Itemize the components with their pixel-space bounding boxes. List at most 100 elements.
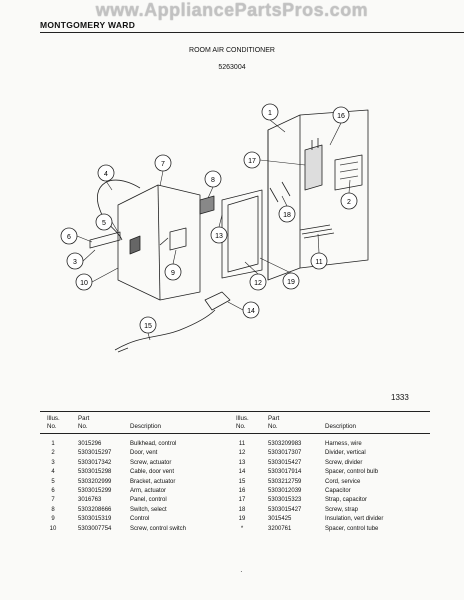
- table-cell-right-illus: 12: [238, 450, 246, 457]
- table-cell-left-desc: Bulkhead, control: [130, 441, 177, 447]
- table-cell-right-part: 5303017307: [268, 450, 302, 457]
- table-cell-right-part: 3200761: [268, 525, 292, 532]
- callout-3-label: 3: [73, 259, 77, 266]
- table-cell-left-part: 5303208666: [78, 506, 112, 513]
- callout-12-label: 12: [254, 280, 262, 287]
- table-cell-right-desc: Harness, wire: [325, 441, 362, 447]
- switch-shape: [199, 195, 215, 215]
- table-cell-right-desc: Screw, divider: [325, 459, 363, 466]
- table-cell-right-part: 5303015323: [268, 497, 302, 504]
- table-cell-right-desc: Spacer, control bulb: [325, 469, 379, 476]
- callout-3: 3: [66, 252, 84, 270]
- control-shape: [169, 227, 187, 251]
- table-cell-left-illus: 10: [49, 525, 57, 532]
- table-cell-left-illus: 7: [51, 497, 55, 504]
- callout-14: 14: [242, 301, 260, 319]
- capacitor-shape: [304, 144, 323, 191]
- vent-door-shape: [334, 154, 363, 191]
- header-illus-left: Illus. No.: [47, 415, 60, 431]
- table-cell-right-desc: Capacitor: [325, 488, 351, 494]
- harness-shape: [299, 224, 335, 239]
- table-cell-right-illus: 14: [238, 469, 246, 476]
- callout-1-label: 1: [268, 110, 272, 117]
- table-header-rule: [40, 433, 430, 434]
- table-cell-right-desc: Cord, service: [325, 478, 361, 485]
- header-part-left: Part No.: [78, 415, 89, 431]
- table-cell-right-desc: Spacer, control tube: [325, 525, 379, 532]
- table-cell-right-part: 5303017914: [268, 469, 302, 476]
- callout-10-label: 10: [80, 280, 88, 287]
- callout-8-label: 8: [211, 177, 215, 184]
- divider-shape: [221, 189, 263, 279]
- callout-9: 9: [164, 263, 182, 281]
- cable-shape: [97, 179, 141, 241]
- table-cell-right-illus: 13: [238, 459, 246, 466]
- page-code: 1333: [391, 393, 409, 402]
- callout-18: 18: [278, 205, 296, 223]
- table-cell-left-part: 3016763: [78, 497, 102, 504]
- table-cell-left-part: 5303015299: [78, 488, 112, 494]
- table-cell-right-illus: 11: [238, 441, 246, 447]
- table-cell-left-illus: 6: [51, 488, 55, 494]
- callout-4: 4: [97, 164, 115, 182]
- callout-5: 5: [95, 213, 113, 231]
- table-cell-left-illus: 3: [51, 459, 55, 466]
- spacer-shape: [204, 291, 231, 311]
- table-cell-right-illus: 15: [238, 478, 246, 485]
- header-part-right: Part No.: [268, 415, 279, 431]
- table-cell-right-part: 5303209983: [268, 441, 302, 447]
- table-cell-left-illus: 8: [51, 506, 55, 513]
- table-cell-left-desc: Switch, select: [130, 506, 167, 513]
- callout-5-label: 5: [102, 220, 106, 227]
- table-cell-right-desc: Insulation, vert divider: [325, 516, 384, 523]
- table-cell-left-desc: Panel, control: [130, 497, 167, 504]
- callout-17: 17: [243, 151, 261, 169]
- callout-11: 11: [310, 252, 328, 270]
- header-desc-right: Description: [325, 423, 356, 430]
- table-cell-left-part: 5303015297: [78, 450, 112, 457]
- header-illus-right: Illus. No.: [236, 415, 249, 431]
- table-cell-left-illus: 1: [51, 441, 55, 447]
- table-cell-left-desc: Bracket, actuator: [130, 478, 176, 485]
- table-cell-left-desc: Control: [130, 516, 150, 523]
- callout-19-label: 19: [287, 279, 295, 286]
- table-cell-left-illus: 4: [51, 469, 55, 476]
- header-rule: [40, 32, 464, 33]
- callout-4-label: 4: [104, 171, 108, 178]
- table-cell-left-part: 5303007754: [78, 525, 112, 532]
- table-cell-left-part: 5303017342: [78, 459, 112, 466]
- callout-12: 12: [249, 273, 267, 291]
- table-cell-left-part: 5303015298: [78, 469, 112, 476]
- table-cell-right-illus: 16: [238, 488, 246, 494]
- header-illus-left-text: Illus. No.: [47, 415, 60, 430]
- callout-13: 13: [210, 226, 228, 244]
- callout-8: 8: [204, 170, 222, 188]
- table-cell-left-desc: Arm, actuator: [130, 488, 167, 494]
- table-cell-right-illus: 17: [238, 497, 246, 504]
- table-cell-right-part: 5303015427: [268, 506, 302, 513]
- header-part-left-text: Part No.: [78, 415, 90, 430]
- table-cell-left-desc: Cable, door vent: [130, 469, 175, 476]
- table-cell-right-part: 3015425: [268, 516, 292, 523]
- callout-1: 1: [261, 103, 279, 121]
- table-cell-right-part: 5303212759: [268, 478, 302, 485]
- header-part-right-text: Part No.: [268, 415, 280, 430]
- table-cell-left-illus: 5: [51, 478, 55, 485]
- header-desc-left: Description: [130, 423, 161, 430]
- table-cell-right-desc: Strap, capacitor: [325, 497, 368, 504]
- callout-16-label: 16: [337, 113, 345, 120]
- table-cell-left-desc: Screw, actuator: [130, 459, 172, 466]
- table-cell-left-part: 5303202999: [78, 478, 112, 485]
- callout-17-label: 17: [248, 158, 256, 165]
- callout-18-label: 18: [283, 212, 291, 219]
- header-label: MONTGOMERY WARD: [40, 20, 136, 30]
- table-cell-right-desc: Screw, strap: [325, 506, 359, 513]
- table-top-rule: [40, 411, 430, 412]
- table-cell-left-desc: Screw, control switch: [130, 525, 187, 532]
- footer-mark: ·: [240, 567, 243, 576]
- callout-16: 16: [332, 106, 350, 124]
- table-cell-right-part: 5303015427: [268, 459, 302, 466]
- table-cell-left-part: 3015296: [78, 441, 102, 447]
- table-cell-left-illus: 2: [51, 450, 55, 457]
- page-title: ROOM AIR CONDITIONER: [189, 47, 275, 54]
